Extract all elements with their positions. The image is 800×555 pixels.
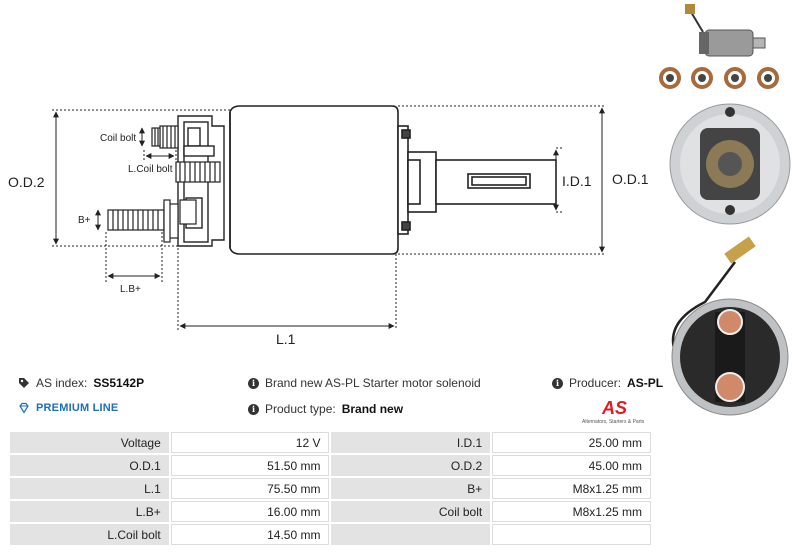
- label-l-coil-bolt: L.Coil bolt: [128, 164, 173, 175]
- logo-tagline: Alternators, Starters & Parts: [582, 419, 645, 425]
- label-l1: L.1: [276, 331, 296, 347]
- spec-key: O.D.2: [331, 455, 491, 476]
- spec-key: Voltage: [10, 432, 169, 453]
- spec-value: 16.00 mm: [170, 501, 330, 522]
- spec-value: 45.00 mm: [492, 455, 651, 476]
- spec-value: M8x1.25 mm: [492, 501, 651, 522]
- product-type-value: Brand new: [341, 402, 404, 416]
- label-od1: O.D.1: [612, 171, 649, 187]
- premium-line-label: PREMIUM LINE: [36, 402, 119, 414]
- diamond-icon: [19, 402, 29, 414]
- label-coil-bolt: Coil bolt: [100, 133, 136, 144]
- spec-value: [492, 524, 651, 545]
- spec-key: O.D.1: [10, 455, 169, 476]
- as-index: AS index: SS5142P: [18, 376, 144, 390]
- coil-bolt: [151, 125, 221, 183]
- spec-key: [331, 524, 491, 545]
- product-photo-side: [659, 4, 779, 89]
- spec-key: B+: [331, 478, 491, 499]
- spec-value: 75.50 mm: [170, 478, 330, 499]
- label-od2: O.D.2: [8, 174, 45, 190]
- product-photo-back: [671, 236, 789, 416]
- spec-key: I.D.1: [331, 432, 491, 453]
- spec-value: 51.50 mm: [170, 455, 330, 476]
- premium-line: PREMIUM LINE: [18, 402, 118, 414]
- info-icon: i: [552, 377, 563, 389]
- solenoid-body: [229, 105, 557, 255]
- info-icon: i: [248, 377, 259, 389]
- spec-value: 25.00 mm: [492, 432, 651, 453]
- product-photo-front: [669, 103, 791, 225]
- producer: i Producer: AS-PL: [552, 376, 663, 390]
- logo-mark: AS: [601, 398, 627, 418]
- tag-icon: [19, 378, 29, 388]
- as-index-label: AS index:: [36, 376, 88, 390]
- brand-description: i Brand new AS-PL Starter motor solenoid: [248, 376, 481, 390]
- brand-text: Brand new AS-PL Starter motor solenoid: [265, 376, 481, 390]
- label-b-plus: B+: [78, 215, 91, 226]
- as-index-value: SS5142P: [93, 376, 145, 390]
- b-plus-bolt: [107, 199, 197, 243]
- label-l-b-plus: L.B+: [120, 284, 141, 295]
- as-pl-logo: AS Alternators, Starters & Parts: [582, 398, 645, 425]
- spec-key: L.Coil bolt: [10, 524, 169, 545]
- product-type-label: Product type:: [265, 402, 336, 416]
- producer-value: AS-PL: [627, 376, 664, 390]
- label-id1: I.D.1: [562, 173, 592, 189]
- info-icon: i: [248, 403, 259, 415]
- technical-drawing: Coil bolt L.Coil bolt B+ L.B+ O.D.2 O.D.…: [8, 105, 649, 347]
- spec-value: 12 V: [170, 432, 330, 453]
- spec-key: Coil bolt: [331, 501, 491, 522]
- spec-value: M8x1.25 mm: [492, 478, 651, 499]
- spec-value: 14.50 mm: [170, 524, 330, 545]
- spec-key: L.1: [10, 478, 169, 499]
- product-type: i Product type: Brand new: [248, 402, 403, 416]
- spec-key: L.B+: [10, 501, 169, 522]
- producer-label: Producer:: [569, 376, 622, 390]
